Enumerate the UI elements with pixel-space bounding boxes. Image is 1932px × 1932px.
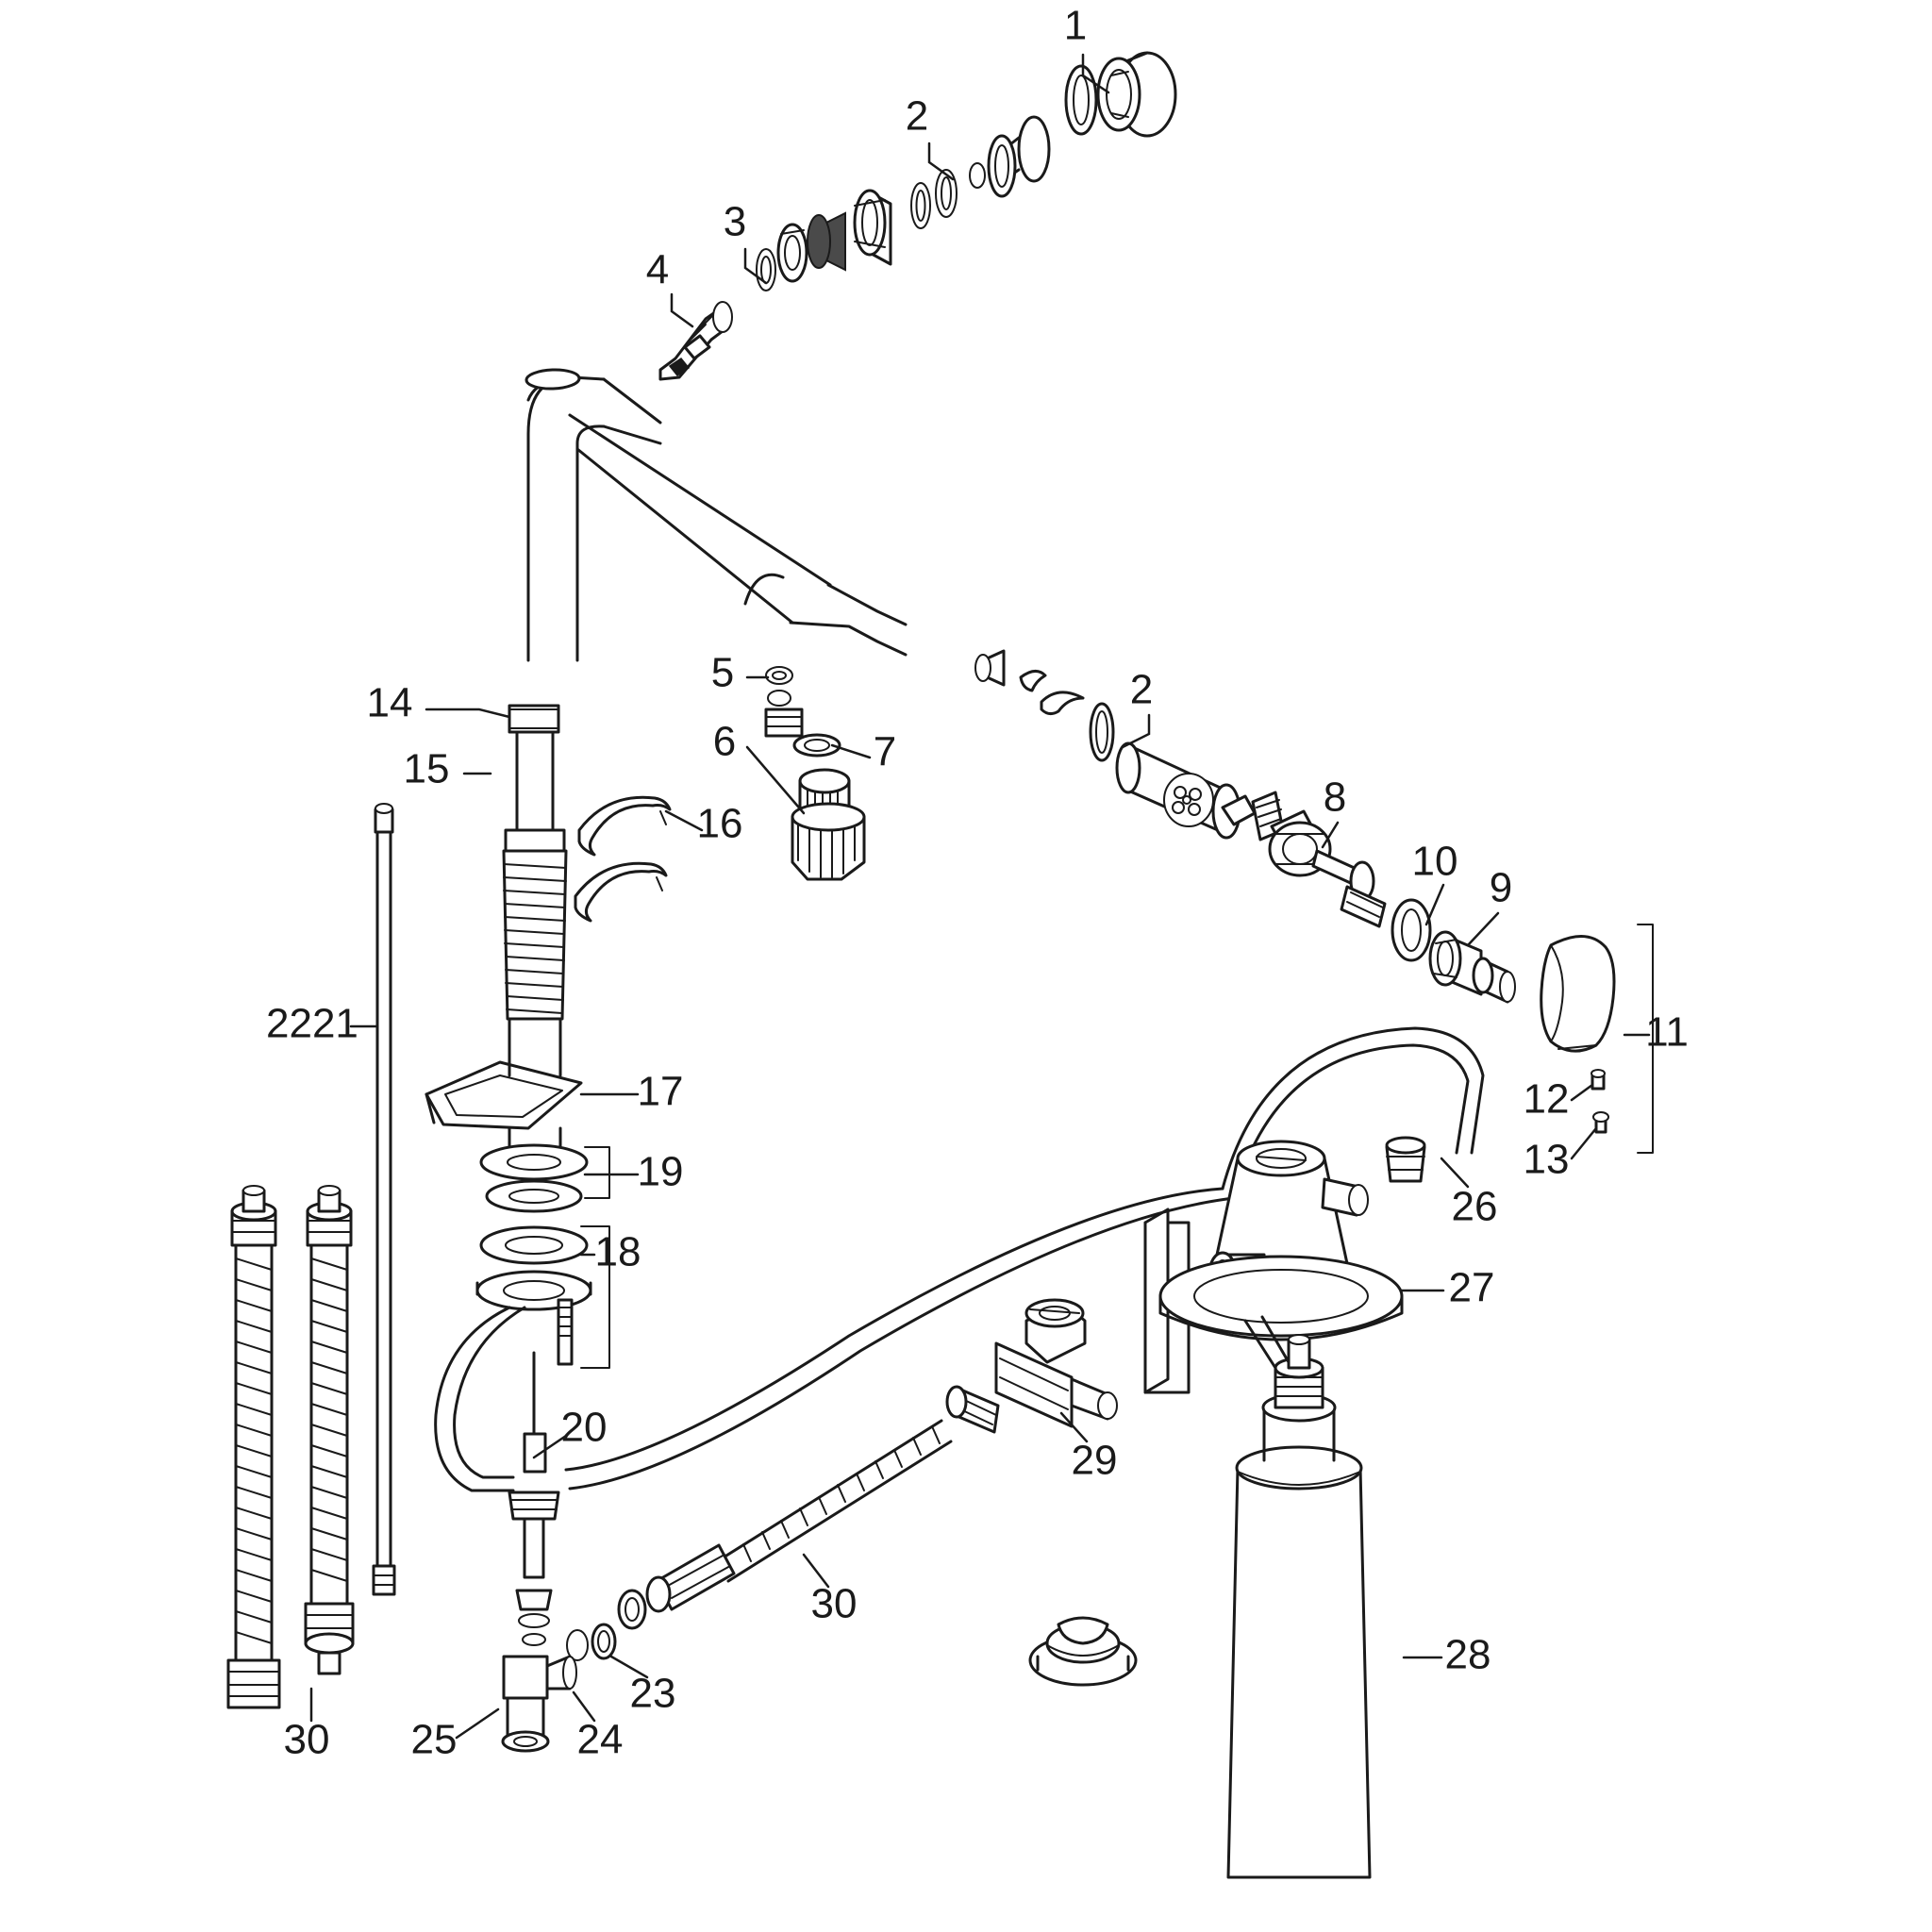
part-30-hose-lower-right <box>617 1419 953 1630</box>
callout-label-3: 3 <box>724 199 746 245</box>
part-20-stud <box>557 1298 574 1366</box>
callout-leader-6 <box>745 745 806 815</box>
part-spout-body <box>525 368 908 662</box>
part-2-sleeve-lower <box>1115 741 1241 840</box>
part-5-oring <box>765 666 793 707</box>
part-group-12-13-screws <box>1591 1069 1609 1134</box>
callout-label-26: 26 <box>1452 1184 1498 1230</box>
part-group-column <box>425 704 617 1753</box>
part-22-hose <box>226 1185 281 1709</box>
callout-label-25: 25 <box>411 1717 458 1763</box>
callout-label-17: 17 <box>638 1069 684 1115</box>
part-16-clip-pair <box>574 795 672 923</box>
callout-leader-13 <box>1570 1126 1598 1160</box>
part-26-connector <box>1385 1136 1426 1183</box>
callout-leader-24 <box>572 1690 596 1723</box>
part-22-21-rod <box>372 803 396 1596</box>
part-group-21-22-supply-hoses <box>226 803 396 1709</box>
part-17-fixing-plate <box>425 1060 583 1130</box>
part-28-filter-cartridge <box>1226 1315 1372 1879</box>
callout-label-5: 5 <box>711 650 734 696</box>
callout-label-1: 1 <box>1064 3 1087 49</box>
callout-leader-14 <box>425 708 511 719</box>
callout-label-20: 20 <box>561 1405 608 1451</box>
callout-label-7: 7 <box>874 729 896 775</box>
part-27-filter-head <box>1158 1140 1404 1341</box>
part-18-gasket-set <box>475 1225 592 1311</box>
callout-leader-16 <box>664 809 704 832</box>
callout-label-2b: 2 <box>1130 667 1153 713</box>
callout-label-12: 12 <box>1524 1076 1570 1123</box>
callout-leader-12 <box>1570 1083 1594 1102</box>
callout-label-15: 15 <box>404 746 450 792</box>
callout-leader-23 <box>609 1655 649 1679</box>
callout-label-6: 6 <box>713 719 736 765</box>
part-19-washer-set <box>479 1143 589 1213</box>
callout-leader-2a <box>927 142 955 181</box>
part-group-filter-head <box>564 1026 1485 1491</box>
part-8-valve <box>1221 791 1387 928</box>
callout-label-2221: 2221 <box>266 1001 358 1047</box>
callout-label-9: 9 <box>1490 865 1512 911</box>
callout-label-2a: 2 <box>906 93 928 140</box>
callout-leader-30a <box>802 1553 830 1589</box>
callout-leader-29 <box>1059 1411 1089 1443</box>
part-23-24-fittings <box>515 1589 617 1661</box>
callout-leader-1 <box>1081 53 1110 94</box>
callout-leader-9 <box>1466 911 1500 947</box>
part-3-nut <box>756 189 892 291</box>
part-1-handle-cap <box>1064 51 1177 138</box>
callout-leader-25 <box>455 1707 500 1740</box>
callout-leader-4 <box>670 292 694 328</box>
callout-label-30a: 30 <box>811 1581 858 1627</box>
part-group-5-6-7 <box>764 666 866 881</box>
part-group-valve-body <box>974 649 1516 1004</box>
part-9-nut <box>1428 930 1516 1004</box>
part-11-lever-handle <box>1540 924 1654 1154</box>
callout-leader-26 <box>1440 1157 1470 1189</box>
callout-label-29: 29 <box>1072 1438 1118 1484</box>
part-2-sleeve-oring-set <box>910 115 1051 229</box>
callout-label-13: 13 <box>1524 1137 1570 1183</box>
callout-label-23: 23 <box>630 1671 676 1717</box>
callout-leader-20 <box>532 1434 568 1459</box>
callout-leader-7 <box>830 743 872 759</box>
part-mounting-flange <box>1028 1616 1138 1687</box>
part-10-washer <box>1391 898 1432 962</box>
callout-label-18: 18 <box>595 1229 641 1275</box>
callout-label-28: 28 <box>1445 1632 1491 1678</box>
callout-label-8: 8 <box>1324 774 1346 821</box>
callout-label-24: 24 <box>577 1717 624 1763</box>
part-6-aerator-housing <box>764 708 866 881</box>
callout-label-30b: 30 <box>284 1717 330 1763</box>
callout-label-16: 16 <box>697 801 743 847</box>
callout-leader-10 <box>1424 883 1445 926</box>
part-21-hose <box>304 1185 355 1675</box>
callout-label-27: 27 <box>1449 1265 1495 1311</box>
part-29-shutoff-valve <box>945 1298 1118 1434</box>
part-15-shaft <box>504 730 566 853</box>
callout-label-10: 10 <box>1412 839 1458 885</box>
part-group-handle-assembly <box>658 51 1177 381</box>
part-threaded-shank <box>502 849 568 1021</box>
callout-leader-8 <box>1321 821 1340 849</box>
part-25-angle-valve <box>501 1655 577 1753</box>
callout-leader-3 <box>743 247 768 285</box>
callout-label-19: 19 <box>638 1149 684 1195</box>
part-14-collar <box>508 704 560 734</box>
callout-label-11: 11 <box>1645 1009 1689 1056</box>
callout-label-4: 4 <box>646 247 669 293</box>
callout-leader-2b <box>1121 713 1151 749</box>
callout-label-14: 14 <box>367 680 413 726</box>
part-4-cartridge <box>658 301 733 381</box>
